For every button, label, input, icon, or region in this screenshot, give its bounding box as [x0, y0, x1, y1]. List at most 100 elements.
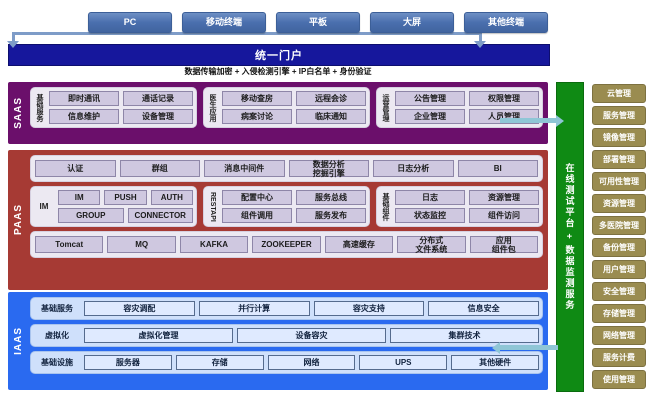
iaas-item-2-0[interactable]: 服务器	[84, 355, 172, 370]
paas-bottom-item-1[interactable]: MQ	[107, 236, 176, 253]
paas-group-label-2: 基础组件	[382, 192, 389, 221]
management-item-9[interactable]: 安全管理	[592, 282, 646, 301]
saas-item-0-1[interactable]: 通话记录	[123, 91, 193, 106]
saas-group-0-line-0: 即时通讯通话记录	[49, 91, 193, 106]
management-item-3[interactable]: 部署管理	[592, 150, 646, 169]
paas-group-2-line-0: 日志资源管理	[395, 190, 539, 205]
saas-item-1-3[interactable]: 临床通知	[296, 109, 366, 124]
terminal-chip-3[interactable]: 大屏	[370, 12, 454, 33]
paas-item-2-1-1[interactable]: 组件访问	[469, 208, 539, 223]
paas-group-2: 基础组件日志资源管理状态监控组件访问	[376, 186, 543, 227]
paas-bottom-item-6[interactable]: 应用组件包	[469, 236, 538, 254]
paas-top-item-5[interactable]: BI	[457, 160, 538, 177]
management-item-8[interactable]: 用户管理	[592, 260, 646, 279]
paas-top-item-2[interactable]: 消息中间件	[204, 160, 285, 177]
paas-top-item-0[interactable]: 认证	[35, 160, 116, 177]
paas-bottom-item-2[interactable]: KAFKA	[179, 236, 249, 253]
iaas-layer: IAAS 基础服务容灾调配并行计算容灾支持信息安全虚拟化虚拟化管理设备容灾集群技…	[8, 292, 548, 390]
management-item-4[interactable]: 可用性管理	[592, 172, 646, 191]
paas-top-item-3[interactable]: 数据分析挖掘引擎	[288, 160, 369, 178]
paas-item-1-0-1[interactable]: 服务总线	[296, 190, 366, 205]
paas-group-1-line-0: 配置中心服务总线	[222, 190, 366, 205]
paas-group-2-line-1: 状态监控组件访问	[395, 208, 539, 223]
saas-item-2-1[interactable]: 权限管理	[469, 91, 539, 106]
paas-item-2-0-0[interactable]: 日志	[395, 190, 465, 205]
paas-group-label-0: IM	[39, 202, 49, 211]
management-item-7[interactable]: 备份管理	[592, 238, 646, 257]
terminal-chip-0[interactable]: PC	[88, 12, 172, 33]
paas-item-0-0-1[interactable]: PUSH	[104, 190, 147, 205]
saas-item-0-0[interactable]: 即时通讯	[49, 91, 119, 106]
paas-bottom-item-5[interactable]: 分布式文件系统	[397, 236, 466, 254]
iaas-item-2-3[interactable]: UPS	[359, 355, 448, 370]
iaas-item-0-3[interactable]: 信息安全	[428, 301, 539, 316]
terminal-chip-2[interactable]: 平板	[276, 12, 360, 33]
iaas-item-0-2[interactable]: 容灾支持	[313, 301, 425, 316]
iaas-item-2-1[interactable]: 存储	[175, 355, 264, 370]
saas-layer: SAAS 基础服务即时通讯通话记录信息维护设备管理医生应用移动查房远程会诊病案讨…	[8, 82, 548, 144]
iaas-row-1: 虚拟化虚拟化管理设备容灾集群技术	[30, 324, 543, 347]
paas-top-item-4[interactable]: 日志分析	[373, 160, 454, 177]
management-item-2[interactable]: 镜像管理	[592, 128, 646, 147]
saas-item-0-2[interactable]: 信息维护	[49, 109, 119, 124]
iaas-item-1-1[interactable]: 设备容灾	[237, 328, 386, 343]
terminal-chip-4[interactable]: 其他终端	[464, 12, 548, 33]
saas-item-1-1[interactable]: 远程会诊	[296, 91, 366, 106]
saas-group-row: 基础服务即时通讯通话记录信息维护设备管理医生应用移动查房远程会诊病案讨论临床通知…	[30, 87, 543, 128]
management-column: 云管理服务管理镜像管理部署管理可用性管理资源管理多医院管理备份管理用户管理安全管…	[592, 84, 646, 389]
iaas-layer-tag: IAAS	[8, 292, 28, 390]
iaas-item-0-0[interactable]: 容灾调配	[84, 301, 195, 316]
management-item-13[interactable]: 使用管理	[592, 370, 646, 389]
saas-item-2-2[interactable]: 企业管理	[395, 109, 465, 124]
saas-group-1: 医生应用移动查房远程会诊病案讨论临床通知	[203, 87, 370, 128]
management-item-12[interactable]: 服务计费	[592, 348, 646, 367]
iaas-item-1-0[interactable]: 虚拟化管理	[84, 328, 233, 343]
paas-item-0-0-2[interactable]: AUTH	[150, 190, 193, 205]
iaas-row-label-2: 基础设施	[41, 358, 73, 367]
terminal-chip-1[interactable]: 移动终端	[182, 12, 266, 33]
iaas-item-1-2[interactable]: 集群技术	[390, 328, 539, 343]
saas-item-1-0[interactable]: 移动查房	[222, 91, 292, 106]
saas-item-1-2[interactable]: 病案讨论	[222, 109, 292, 124]
paas-bottom-item-0[interactable]: Tomcat	[35, 236, 104, 253]
management-item-1[interactable]: 服务管理	[592, 106, 646, 125]
iaas-item-2-4[interactable]: 其他硬件	[451, 355, 539, 370]
arrow-down-left-icon	[7, 41, 19, 48]
saas-item-0-3[interactable]: 设备管理	[123, 109, 193, 124]
paas-item-1-1-1[interactable]: 服务发布	[296, 208, 366, 223]
paas-bottom-item-4[interactable]: 高速缓存	[324, 236, 394, 253]
paas-item-1-0-0[interactable]: 配置中心	[222, 190, 292, 205]
connector-top	[500, 118, 558, 123]
paas-bottom-item-3[interactable]: ZOOKEEPER	[252, 236, 321, 253]
arrow-right-top-icon	[556, 115, 564, 127]
arrow-down-right-icon	[474, 41, 486, 48]
iaas-item-0-1[interactable]: 并行计算	[198, 301, 310, 316]
iaas-item-2-2[interactable]: 网络	[267, 355, 356, 370]
saas-group-0-line-1: 信息维护设备管理	[49, 109, 193, 124]
management-item-11[interactable]: 网络管理	[592, 326, 646, 345]
paas-top-item-1[interactable]: 群组	[119, 160, 200, 177]
saas-group-1-line-1: 病案讨论临床通知	[222, 109, 366, 124]
paas-item-2-0-1[interactable]: 资源管理	[469, 190, 539, 205]
bracket-top	[12, 32, 482, 35]
paas-item-2-1-0[interactable]: 状态监控	[395, 208, 465, 223]
connector-bottom	[500, 345, 558, 350]
management-item-5[interactable]: 资源管理	[592, 194, 646, 213]
paas-item-1-1-0[interactable]: 组件调用	[222, 208, 292, 223]
management-item-6[interactable]: 多医院管理	[592, 216, 646, 235]
saas-item-2-0[interactable]: 公告管理	[395, 91, 465, 106]
management-item-0[interactable]: 云管理	[592, 84, 646, 103]
paas-layer-tag: PAAS	[8, 150, 28, 290]
management-item-10[interactable]: 存储管理	[592, 304, 646, 323]
paas-item-0-1-0[interactable]: GROUP	[58, 208, 124, 223]
paas-item-0-1-1[interactable]: CONNECTOR	[127, 208, 193, 223]
online-test-platform-label: 在线测试平台 + 数据监测服务	[564, 162, 575, 312]
paas-item-0-0-0[interactable]: IM	[58, 190, 101, 205]
unified-portal-title: 统一门户	[255, 50, 303, 62]
